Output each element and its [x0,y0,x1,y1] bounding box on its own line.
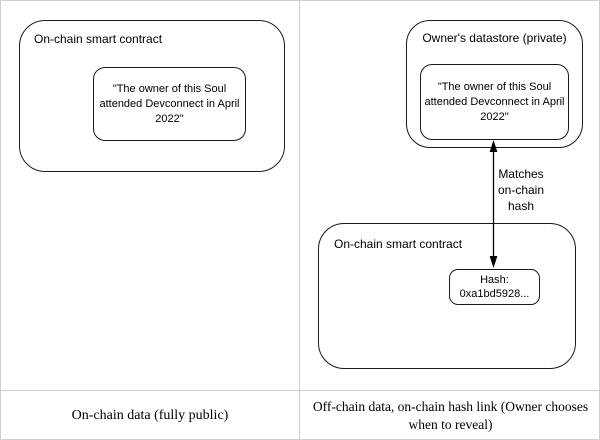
right-onchain-contract-box: On-chain smart contract Hash: 0xa1bd5928… [318,223,576,369]
left-claim-box: "The owner of this Soul attended Devconn… [93,67,246,141]
hash-text: Hash: 0xa1bd5928... [459,274,530,300]
right-onchain-contract-label: On-chain smart contract [334,237,463,251]
vertical-divider [299,1,300,439]
left-claim-text: "The owner of this Soul attended Devconn… [99,82,240,125]
left-caption: On-chain data (fully public) [71,407,229,423]
horizontal-divider [1,390,599,391]
hash-box: Hash: 0xa1bd5928... [449,269,540,305]
right-caption: Off-chain data, on-chain hash link (Owne… [312,398,589,432]
matches-hash-label: Matches on-chain hash [497,167,545,213]
right-claim-box: "The owner of this Soul attended Devconn… [420,64,569,140]
left-onchain-contract-box: On-chain smart contract "The owner of th… [19,20,285,172]
right-claim-text: "The owner of this Soul attended Devconn… [424,80,565,123]
owners-datastore-label: Owner's datastore (private) [422,31,567,45]
left-onchain-contract-label: On-chain smart contract [34,32,163,46]
owners-datastore-box: Owner's datastore (private) "The owner o… [406,20,583,148]
